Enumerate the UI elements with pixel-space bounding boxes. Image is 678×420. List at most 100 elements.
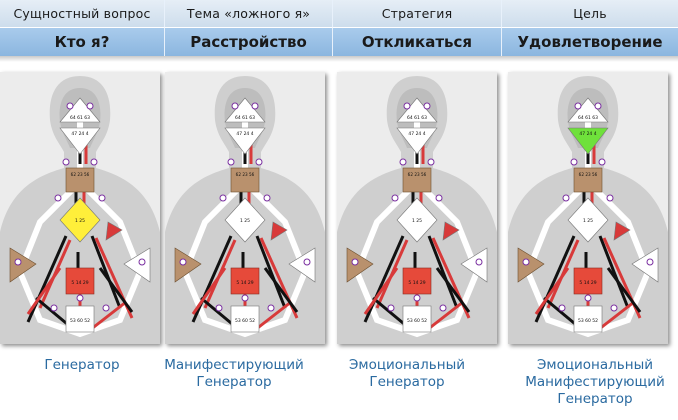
channel-line (191, 267, 227, 315)
channel-line (435, 267, 471, 313)
gate-marker (219, 194, 227, 202)
throat-center (402, 167, 432, 193)
ajna-center (567, 127, 609, 155)
channel-line (98, 267, 134, 313)
spleen-center (9, 247, 37, 283)
g-center (396, 197, 438, 243)
head-center (224, 97, 266, 123)
gate-marker (86, 102, 94, 110)
gate-marker (562, 194, 570, 202)
header-shadow (0, 56, 678, 62)
ajna-center (224, 127, 266, 155)
gate-marker (14, 258, 22, 266)
gate-marker (403, 102, 411, 110)
head-gates-label: 64 61 63 (70, 115, 90, 121)
head-gates-label: 64 61 63 (407, 115, 427, 121)
caption-line: Манифестирующий (525, 374, 665, 390)
g-center (567, 197, 609, 243)
gate-marker (98, 194, 106, 202)
caption-line: Эмоциональный (348, 357, 466, 373)
channel-line (89, 300, 127, 332)
sacral-center (573, 267, 603, 295)
gate-marker (522, 258, 530, 266)
caption-emotional-manifesting-generator: Эмоциональный Манифестирующий Генератор (510, 357, 678, 408)
gate-marker (574, 102, 582, 110)
header-value-strategy: Откликаться (333, 28, 502, 56)
g-gates-label: 1 25 (583, 218, 593, 224)
caption-line: Генератор (44, 357, 120, 373)
gate-marker (558, 304, 566, 312)
root-center (573, 305, 603, 333)
ajna-gates-label: 47 24 4 (236, 131, 253, 137)
gate-marker (231, 102, 239, 110)
spleen-center (346, 247, 374, 283)
ajna-gates-label: 47 24 4 (579, 131, 596, 137)
gate-marker (54, 194, 62, 202)
gate-marker (570, 158, 578, 166)
channel-line (363, 235, 405, 323)
gate-marker (267, 304, 275, 312)
gate-marker (435, 194, 443, 202)
throat-gates-label: 62 23 56 (71, 172, 90, 177)
gate-marker (646, 258, 654, 266)
gate-marker (399, 158, 407, 166)
gate-marker (179, 258, 187, 266)
ego-center (442, 221, 460, 241)
caption-line: Эмоциональный (536, 357, 654, 373)
gate-marker (427, 158, 435, 166)
root-center (230, 305, 260, 333)
ego-center (613, 221, 631, 241)
sacral-center (402, 267, 432, 295)
header-title-false-self: Тема «ложного я» (165, 0, 333, 28)
caption-line: Генератор (196, 374, 272, 390)
sacral-gates-label: 5 14 29 (579, 280, 596, 286)
gate-marker (215, 304, 223, 312)
channel-line (534, 235, 576, 323)
gate-marker (610, 304, 618, 312)
channel-line (254, 300, 292, 332)
solar-plexus-center (631, 247, 659, 283)
channel-line (191, 235, 233, 323)
g-center (224, 197, 266, 243)
gate-marker (584, 294, 592, 302)
gate-marker (594, 102, 602, 110)
header-title-goal: Цель (502, 0, 678, 28)
throat-gates-label: 62 23 56 (236, 172, 255, 177)
ego-center (105, 221, 123, 241)
gate-marker (263, 194, 271, 202)
g-gates-label: 1 25 (412, 218, 422, 224)
gate-marker (303, 258, 311, 266)
caption-line: Генератор (557, 391, 633, 407)
channel-line (255, 235, 287, 309)
head-center (567, 97, 609, 123)
gate-marker (423, 102, 431, 110)
caption-generator: Генератор (0, 357, 167, 374)
g-gates-label: 1 25 (75, 218, 85, 224)
header-value-false-self: Расстройство (165, 28, 333, 56)
root-gates-label: 53 60 52 (407, 318, 427, 324)
throat-gates-label: 62 23 56 (579, 172, 598, 177)
channel-line (363, 267, 399, 315)
spleen-center (174, 247, 202, 283)
ajna-gates-label: 47 24 4 (408, 131, 425, 137)
header-table: Сущностный вопрос Тема «ложного я» Страт… (0, 0, 678, 56)
gate-marker (66, 102, 74, 110)
sacral-center (65, 267, 95, 295)
gate-marker (90, 158, 98, 166)
gate-marker (227, 158, 235, 166)
head-gates-label: 64 61 63 (578, 115, 598, 121)
channel-line (26, 267, 62, 315)
root-gates-label: 53 60 52 (235, 318, 255, 324)
sacral-gates-label: 5 14 29 (71, 280, 88, 286)
channel-line (427, 235, 459, 309)
sacral-gates-label: 5 14 29 (236, 280, 253, 286)
header-title-strategy: Стратегия (333, 0, 502, 28)
head-center (59, 97, 101, 123)
caption-line: Генератор (369, 374, 445, 390)
caption-emotional-generator: Эмоциональный Генератор (322, 357, 492, 391)
